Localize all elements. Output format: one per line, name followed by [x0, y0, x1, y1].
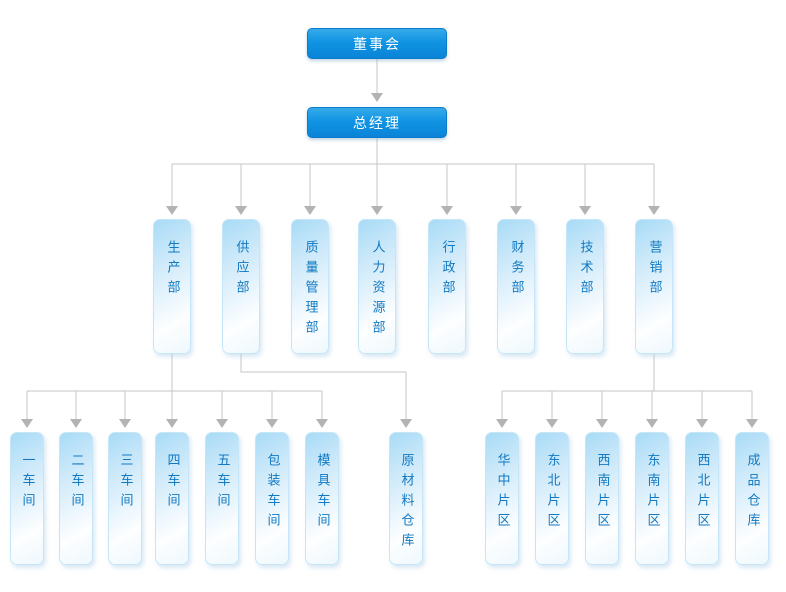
- node-label: 质量管理部: [302, 240, 318, 340]
- node-packaging-workshop[interactable]: 包装车间: [255, 432, 289, 565]
- node-label: 东南片区: [644, 453, 660, 533]
- node-label: 人力资源部: [369, 240, 385, 340]
- node-region-southeast[interactable]: 东南片区: [635, 432, 669, 565]
- node-label: 财务部: [508, 240, 524, 300]
- node-label: 一车间: [19, 453, 35, 513]
- node-label: 行政部: [439, 240, 455, 300]
- node-dept-finance[interactable]: 财务部: [497, 219, 535, 354]
- node-label: 成品仓库: [744, 453, 760, 533]
- node-label: 模具车间: [314, 453, 330, 533]
- node-workshop-4[interactable]: 四车间: [155, 432, 189, 565]
- node-label: 供应部: [233, 240, 249, 300]
- node-dept-marketing[interactable]: 营销部: [635, 219, 673, 354]
- node-dept-production[interactable]: 生产部: [153, 219, 191, 354]
- node-mold-workshop[interactable]: 模具车间: [305, 432, 339, 565]
- node-raw-material-warehouse[interactable]: 原材料仓库: [389, 432, 423, 565]
- node-label: 五车间: [214, 453, 230, 513]
- node-workshop-3[interactable]: 三车间: [108, 432, 142, 565]
- node-workshop-2[interactable]: 二车间: [59, 432, 93, 565]
- node-dept-human-resources[interactable]: 人力资源部: [358, 219, 396, 354]
- node-region-southwest[interactable]: 西南片区: [585, 432, 619, 565]
- node-general-manager[interactable]: 总经理: [307, 107, 447, 138]
- node-region-central-china[interactable]: 华中片区: [485, 432, 519, 565]
- node-label: 东北片区: [544, 453, 560, 533]
- node-label: 原材料仓库: [398, 453, 414, 553]
- node-workshop-5[interactable]: 五车间: [205, 432, 239, 565]
- node-label: 四车间: [164, 453, 180, 513]
- node-region-northeast[interactable]: 东北片区: [535, 432, 569, 565]
- node-label: 总经理: [353, 115, 401, 132]
- node-label: 生产部: [164, 240, 180, 300]
- node-label: 华中片区: [494, 453, 510, 533]
- node-label: 董事会: [353, 36, 401, 53]
- node-region-northwest[interactable]: 西北片区: [685, 432, 719, 565]
- node-label: 三车间: [117, 453, 133, 513]
- node-label: 西北片区: [694, 453, 710, 533]
- node-dept-technology[interactable]: 技术部: [566, 219, 604, 354]
- node-label: 西南片区: [594, 453, 610, 533]
- node-dept-supply[interactable]: 供应部: [222, 219, 260, 354]
- node-label: 营销部: [646, 240, 662, 300]
- node-finished-goods-warehouse[interactable]: 成品仓库: [735, 432, 769, 565]
- node-workshop-1[interactable]: 一车间: [10, 432, 44, 565]
- node-label: 二车间: [68, 453, 84, 513]
- node-label: 包装车间: [264, 453, 280, 533]
- node-label: 技术部: [577, 240, 593, 300]
- node-dept-administration[interactable]: 行政部: [428, 219, 466, 354]
- node-board-of-directors[interactable]: 董事会: [307, 28, 447, 59]
- node-dept-quality-management[interactable]: 质量管理部: [291, 219, 329, 354]
